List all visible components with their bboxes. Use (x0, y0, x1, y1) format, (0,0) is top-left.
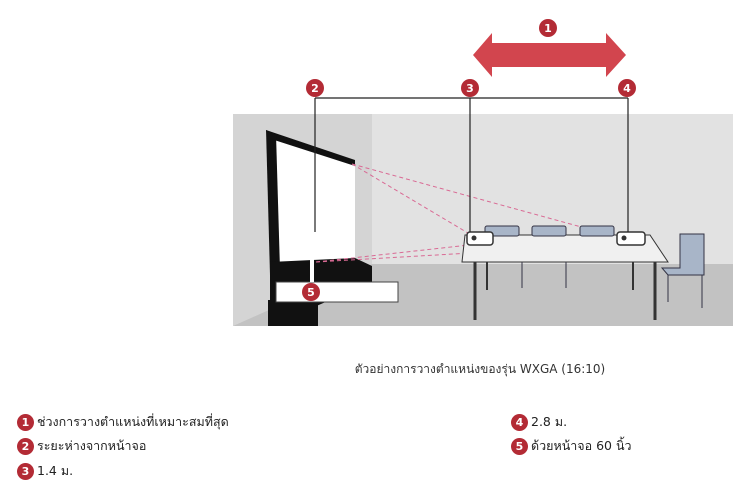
legend-text: ระยะห่างจากหน้าจอ (37, 438, 147, 453)
marker-2-text: 2 (311, 82, 319, 95)
marker-1-text: 1 (544, 22, 552, 35)
marker-3: 3 (461, 79, 479, 97)
legend-badge: 4 (511, 413, 528, 431)
legend-text: ด้วยหน้าจอ 60 นิ้ว (531, 438, 632, 453)
marker-4-text: 4 (623, 82, 631, 95)
legend-item-1: 1 ช่วงการวางตำแหน่งที่เหมาะสมที่สุด (17, 412, 229, 432)
legend-badge: 1 (17, 413, 34, 431)
marker-2: 2 (306, 79, 324, 97)
marker-5: 5 (302, 283, 320, 301)
projector-far (616, 231, 646, 246)
legend-badge: 3 (17, 462, 34, 480)
projector-placement-diagram: 1 2 3 4 5 (233, 19, 733, 326)
marker-3-text: 3 (466, 82, 474, 95)
optimum-range-arrow (473, 33, 626, 77)
projector-near (466, 231, 494, 246)
legend-text: 2.8 ม. (531, 414, 568, 429)
marker-1: 1 (539, 19, 557, 37)
marker-4: 4 (618, 79, 636, 97)
legend-text: ช่วงการวางตำแหน่งที่เหมาะสมที่สุด (37, 414, 229, 429)
distance-lines (314, 97, 629, 232)
screen-size-box (275, 281, 399, 303)
legend-badge: 2 (17, 437, 34, 455)
marker-5-text: 5 (307, 286, 315, 299)
legend-item-5: 5 ด้วยหน้าจอ 60 นิ้ว (511, 436, 632, 456)
legend-item-4: 4 2.8 ม. (511, 412, 567, 432)
legend-text: 1.4 ม. (37, 463, 74, 478)
legend-item-3: 3 1.4 ม. (17, 461, 73, 481)
diagram-caption: ตัวอย่างการวางตำแหน่งของรุ่น WXGA (16:10… (354, 362, 606, 376)
legend-badge: 5 (511, 437, 528, 455)
projection-screen (266, 130, 372, 326)
legend-item-2: 2 ระยะห่างจากหน้าจอ (17, 436, 146, 456)
